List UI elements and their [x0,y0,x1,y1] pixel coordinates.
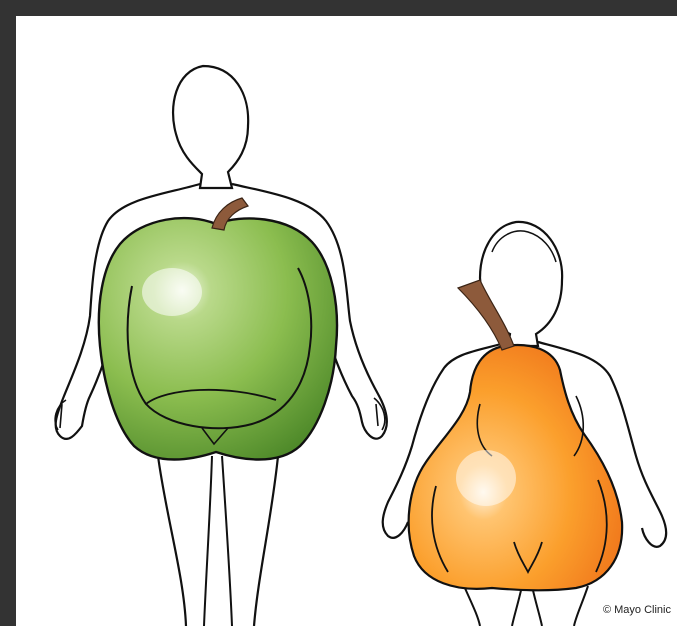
pear-fruit [409,345,623,590]
apple-figure-head [173,66,248,188]
apple-body-figure [55,66,387,626]
illustration-canvas: © Mayo Clinic [16,16,677,626]
copyright-credit: © Mayo Clinic [603,604,671,616]
body-shape-illustration [16,16,677,626]
frame-top-border [0,0,677,16]
pear-body-figure [383,222,667,626]
apple-fruit [99,218,337,459]
frame-left-border [0,0,16,626]
